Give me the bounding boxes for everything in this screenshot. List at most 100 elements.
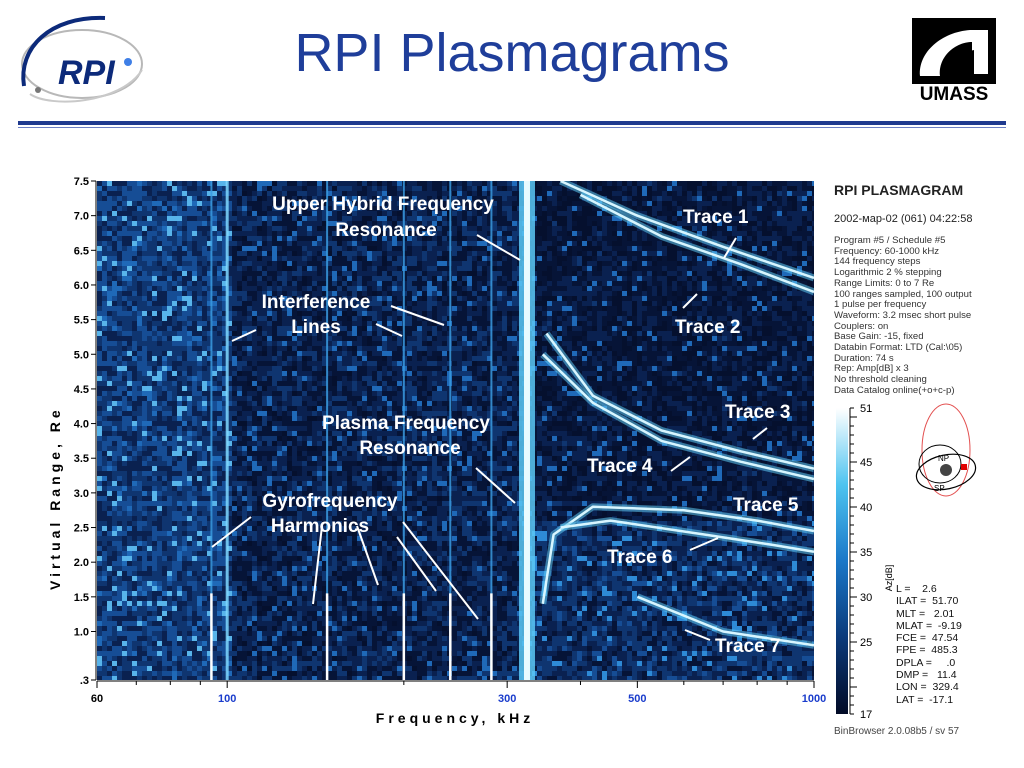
heat-cell	[712, 376, 717, 381]
heat-cell	[317, 191, 322, 196]
heat-cell	[207, 321, 212, 326]
heat-cell	[262, 371, 267, 376]
heat-cell	[142, 241, 147, 246]
heat-cell	[457, 181, 462, 186]
heat-cell	[337, 296, 342, 301]
heat-cell	[457, 376, 462, 381]
heat-cell	[252, 276, 257, 281]
heat-cell	[237, 196, 242, 201]
heat-cell	[377, 266, 382, 271]
heat-cell	[687, 316, 692, 321]
heat-cell	[557, 191, 562, 196]
heat-cell	[292, 281, 297, 286]
heat-cell	[477, 321, 482, 326]
heat-cell	[307, 306, 312, 311]
heat-cell	[122, 306, 127, 311]
heat-cell	[742, 216, 747, 221]
heat-cell	[592, 371, 597, 376]
heat-cell	[302, 226, 307, 231]
heat-cell	[702, 346, 707, 351]
heat-cell	[262, 331, 267, 336]
heat-cell	[377, 211, 382, 216]
heat-cell	[112, 356, 117, 361]
heat-cell	[332, 296, 337, 301]
heat-cell	[622, 186, 627, 191]
heat-cell	[392, 366, 397, 371]
heat-cell	[452, 226, 457, 231]
heat-cell	[427, 231, 432, 236]
heat-cell	[252, 336, 257, 341]
heat-cell	[342, 336, 347, 341]
heat-cell	[702, 221, 707, 226]
heat-cell	[712, 321, 717, 326]
heat-cell	[422, 281, 427, 286]
heat-cell	[207, 346, 212, 351]
heat-cell	[512, 211, 517, 216]
heat-cell	[677, 181, 682, 186]
heat-cell	[727, 301, 732, 306]
heat-cell	[192, 181, 197, 186]
heat-cell	[552, 266, 557, 271]
heat-cell	[232, 306, 237, 311]
heat-cell	[652, 341, 657, 346]
heat-cell	[412, 191, 417, 196]
heat-cell	[507, 341, 512, 346]
heat-cell	[347, 351, 352, 356]
heat-cell	[387, 186, 392, 191]
heat-cell	[372, 236, 377, 241]
heat-cell	[477, 246, 482, 251]
heat-cell	[677, 301, 682, 306]
heat-cell	[507, 346, 512, 351]
heat-cell	[577, 306, 582, 311]
heat-cell	[707, 346, 712, 351]
heat-cell	[492, 181, 497, 186]
heat-cell	[407, 286, 412, 291]
heat-cell	[122, 186, 127, 191]
heat-cell	[477, 356, 482, 361]
heat-cell	[717, 366, 722, 371]
heat-cell	[132, 201, 137, 206]
heat-cell	[167, 291, 172, 296]
heat-cell	[597, 291, 602, 296]
heat-cell	[682, 216, 687, 221]
heat-cell	[537, 306, 542, 311]
heat-cell	[177, 216, 182, 221]
heat-cell	[602, 211, 607, 216]
heat-cell	[762, 296, 767, 301]
heat-cell	[252, 216, 257, 221]
heat-cell	[362, 286, 367, 291]
heat-cell	[407, 226, 412, 231]
heat-cell	[487, 261, 492, 266]
heat-cell	[602, 241, 607, 246]
heat-cell	[337, 191, 342, 196]
heat-cell	[422, 221, 427, 226]
heat-cell	[597, 281, 602, 286]
heat-cell	[102, 286, 107, 291]
heat-cell	[487, 276, 492, 281]
heat-cell	[117, 211, 122, 216]
heat-cell	[242, 186, 247, 191]
heat-cell	[492, 201, 497, 206]
heat-cell	[132, 291, 137, 296]
heat-cell	[737, 286, 742, 291]
heat-cell	[642, 371, 647, 376]
heat-cell	[612, 366, 617, 371]
heat-cell	[407, 376, 412, 381]
heat-cell	[112, 221, 117, 226]
heat-cell	[812, 236, 814, 241]
heat-cell	[462, 186, 467, 191]
heat-cell	[422, 361, 427, 366]
heat-cell	[777, 211, 782, 216]
heat-cell	[132, 241, 137, 246]
heat-cell	[417, 326, 422, 331]
heat-cell	[127, 321, 132, 326]
heat-cell	[782, 201, 787, 206]
heat-cell	[612, 346, 617, 351]
heat-cell	[417, 306, 422, 311]
heat-cell	[552, 276, 557, 281]
heat-cell	[367, 256, 372, 261]
heat-cell	[142, 361, 147, 366]
heat-cell	[422, 301, 427, 306]
heat-cell	[142, 336, 147, 341]
heat-cell	[667, 351, 672, 356]
